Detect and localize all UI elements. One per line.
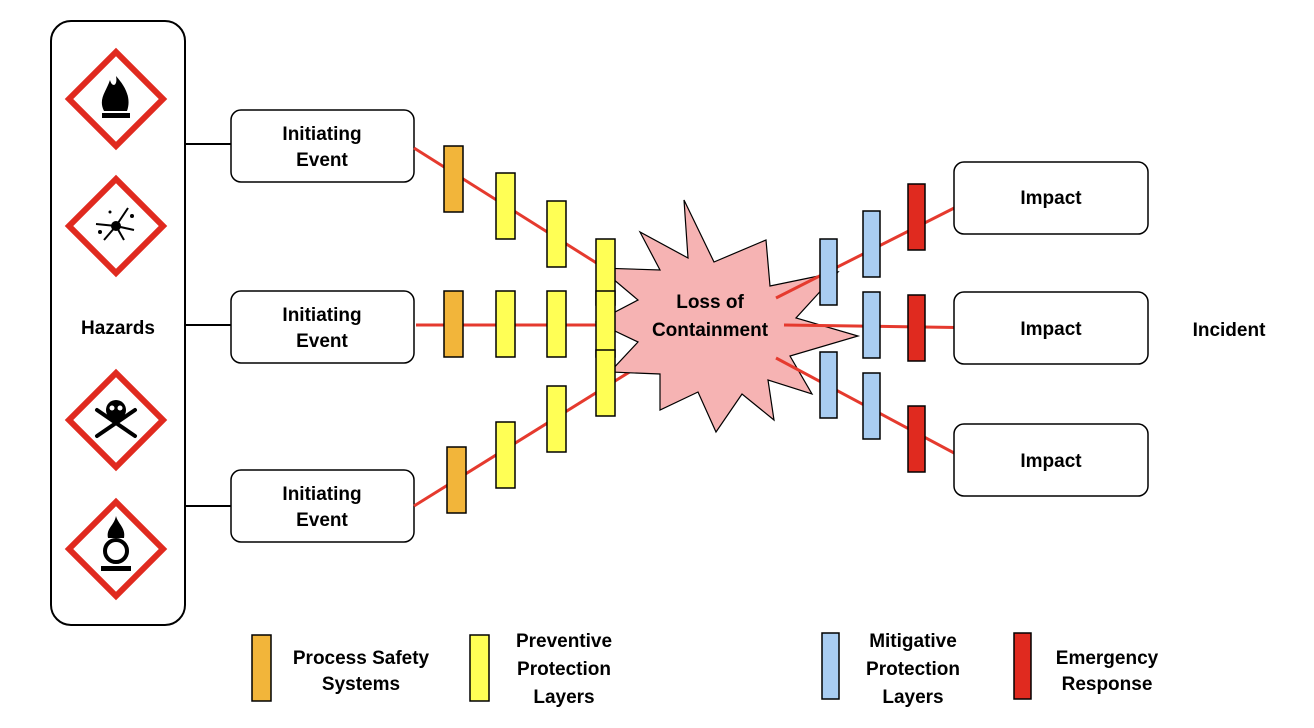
svg-text:Event: Event [296, 510, 348, 531]
svg-text:Process Safety: Process Safety [293, 648, 430, 669]
flammable-icon [64, 47, 168, 151]
legend-mitigative: Mitigative Protection Layers [821, 631, 960, 708]
svg-text:Initiating: Initiating [282, 305, 361, 326]
svg-text:Protection: Protection [517, 659, 611, 680]
svg-text:Event: Event [296, 331, 348, 352]
explosive-icon [64, 174, 168, 278]
legend-swatch-preventive [469, 634, 490, 702]
impact-3: Impact [953, 423, 1149, 497]
process-safety-barriers [443, 145, 467, 514]
incident-label: Incident [1193, 320, 1267, 341]
svg-text:Emergency: Emergency [1056, 648, 1159, 669]
legend-swatch-emergency [1013, 632, 1032, 700]
svg-text:Layers: Layers [533, 687, 594, 708]
impact-2: Impact [953, 291, 1149, 365]
svg-text:Systems: Systems [322, 674, 400, 695]
legend-swatch-mitigative [821, 632, 840, 700]
svg-text:Impact: Impact [1020, 319, 1082, 340]
hazards-label: Hazards [81, 318, 155, 339]
initiating-event-2: Initiating Event [230, 290, 415, 364]
oxidizer-icon [64, 497, 168, 601]
center-label-line2: Containment [652, 320, 769, 341]
svg-text:Protection: Protection [866, 659, 960, 680]
legend-preventive: Preventive Protection Layers [469, 631, 612, 708]
hazards-panel [50, 20, 186, 626]
legend-process-safety: Process Safety Systems [251, 634, 430, 702]
legend-swatch-process-safety [251, 634, 272, 702]
preventive-barriers [495, 172, 616, 489]
legend-emergency: Emergency Response [1013, 632, 1159, 700]
svg-text:Initiating: Initiating [282, 484, 361, 505]
svg-text:Preventive: Preventive [516, 631, 612, 652]
toxic-icon [64, 368, 168, 472]
loss-of-containment-burst [594, 199, 861, 434]
mitigative-barriers [819, 210, 881, 440]
svg-text:Initiating: Initiating [282, 124, 361, 145]
svg-text:Mitigative: Mitigative [869, 631, 957, 652]
svg-text:Impact: Impact [1020, 188, 1082, 209]
center-label-line1: Loss of [676, 292, 744, 313]
svg-text:Event: Event [296, 150, 348, 171]
initiating-event-3: Initiating Event [230, 469, 415, 543]
impact-1: Impact [953, 161, 1149, 235]
svg-text:Layers: Layers [882, 687, 943, 708]
emergency-barriers [907, 183, 926, 473]
svg-text:Impact: Impact [1020, 451, 1082, 472]
svg-text:Response: Response [1062, 674, 1153, 695]
consequence-arrow-3 [775, 356, 986, 470]
initiating-event-1: Initiating Event [230, 109, 415, 183]
